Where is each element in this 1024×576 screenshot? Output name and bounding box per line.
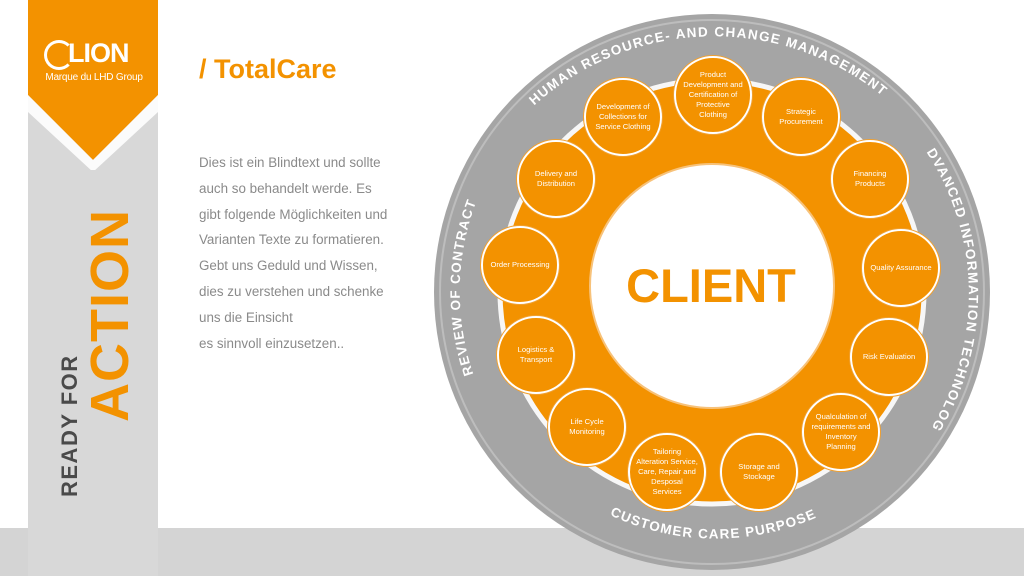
tagline: READY FOR ACTION [57,209,140,497]
body-line: Dies ist ein Blindtext und sollte [199,155,381,170]
center-circle [589,163,835,409]
node-life-cycle-monitoring: Life Cycle Monitoring [548,388,626,466]
tagline-top: READY FOR [57,354,82,497]
body-line: auch so behandelt werde. Es [199,180,372,196]
center-client-label: CLIENT [626,259,796,312]
node-quality-assurance: Quality Assurance [862,229,940,307]
node-order-processing: Order Processing [481,226,559,304]
ring-label-left-outer: REVIEW OF CONTRACT [448,197,480,378]
logo-subtitle: Marque du LHD Group [45,72,143,83]
body-line: Gebt uns Geduld und Wissen, [199,258,378,274]
node-logistics-transport: Logistics & Transport [497,316,575,394]
body-line: dies zu verstehen und schenke [199,283,384,299]
logo-ring-icon [44,40,74,70]
tagline-main: ACTION [80,209,140,422]
node-risk-evaluation: Risk Evaluation [850,318,928,396]
body-text: Dies ist ein Blindtext und sollte auch s… [199,150,414,356]
node-delivery-distribution: Delivery and Distribution [517,140,595,218]
node-strategic-procurement: Strategic Procurement [762,78,840,156]
node-tailoring-services: Tailoring Alteration Service, Care, Repa… [628,433,706,511]
bottom-band [0,528,1024,576]
body-line: gibt folgende Möglichkeiten und [199,206,388,222]
page-title: / TotalCare [199,54,337,84]
node-development-collections: Development of Collections for Service C… [584,78,662,156]
node-qualculation-requirements: Qualculation of requirements and Invento… [802,393,880,471]
outer-ring-border [439,19,985,565]
ring-label-bottom-outer: CUSTOMER CARE PURPOSE [608,504,818,542]
body-line: uns die Einsicht [199,309,293,325]
node-financing-products: Financing Products [831,140,909,218]
logo-name: LION [68,38,129,68]
body-line: es sinnvoll einzusetzen.. [199,335,345,351]
node-product-development: Product Development and Certification of… [674,56,752,134]
node-storage-stockage: Storage and Stockage [720,433,798,511]
body-line: Varianten Texte zu formatieren. [199,232,384,248]
